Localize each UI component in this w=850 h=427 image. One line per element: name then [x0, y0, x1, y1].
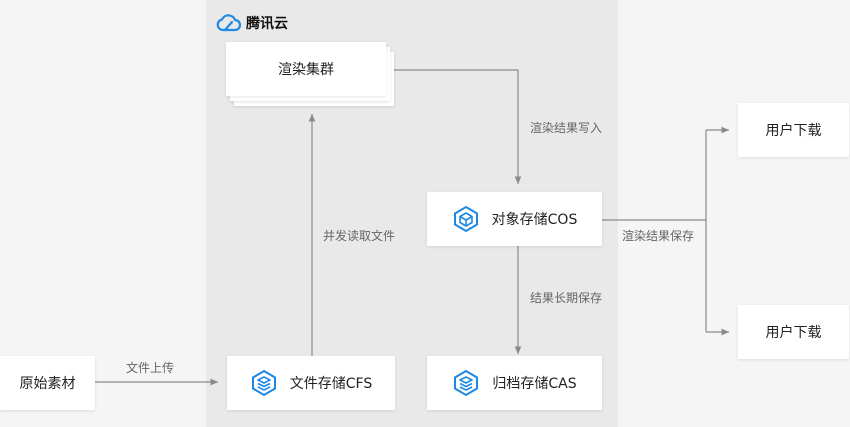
brand: 腾讯云 — [216, 13, 288, 33]
user-download-label-top: 用户下载 — [765, 123, 822, 139]
render-cluster-label: 渲染集群 — [278, 62, 334, 78]
cos-node: 对象存储COS — [427, 192, 602, 246]
cas-label: 归档存储CAS — [492, 376, 577, 392]
source-material-label: 原始素材 — [19, 376, 76, 392]
source-material-node: 原始素材 — [0, 356, 95, 410]
user-download-node-bottom: 用户下载 — [738, 305, 849, 359]
user-download-node-top: 用户下载 — [738, 103, 849, 157]
user-download-label-bottom: 用户下载 — [765, 325, 822, 341]
edge-label-long-term: 结果长期保存 — [530, 291, 603, 305]
render-cluster-node: 渲染集群 — [226, 42, 386, 96]
archive-storage-icon — [454, 369, 479, 397]
cas-node: 归档存储CAS — [427, 356, 602, 410]
brand-name: 腾讯云 — [246, 16, 288, 32]
object-storage-icon — [453, 205, 478, 233]
edge-label-upload: 文件上传 — [126, 361, 175, 375]
cfs-node: 文件存储CFS — [227, 356, 395, 410]
cfs-label: 文件存储CFS — [289, 376, 373, 392]
edge-label-concurrent-read: 并发读取文件 — [323, 229, 396, 243]
tencent-cloud-logo-icon — [216, 14, 242, 32]
file-storage-icon — [251, 369, 276, 397]
edge-label-write-result: 渲染结果写入 — [530, 121, 603, 135]
cos-label: 对象存储COS — [491, 212, 578, 228]
edge-write-line — [394, 69, 522, 184]
edge-label-save-result: 渲染结果保存 — [622, 229, 695, 243]
